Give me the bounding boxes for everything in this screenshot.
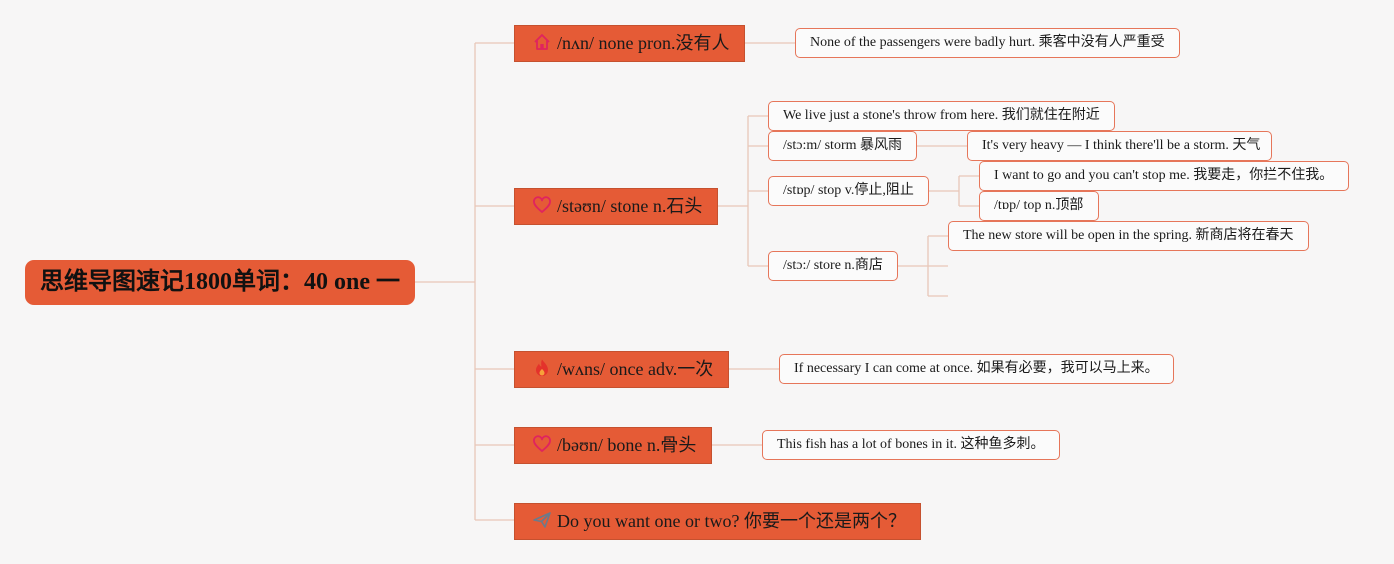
- heart-icon: [532, 434, 552, 454]
- branch-label: Do you want one or two? 你要一个还是两个？: [557, 511, 906, 531]
- branch-one-or-two[interactable]: Do you want one or two? 你要一个还是两个？: [514, 503, 921, 540]
- branch-label: /wʌns/ once adv.一次: [557, 359, 714, 379]
- word-top[interactable]: /tɒp/ top n.顶部: [979, 191, 1099, 221]
- example-sentence[interactable]: If necessary I can come at once. 如果有必要，我…: [779, 354, 1174, 384]
- example-sentence[interactable]: I want to go and you can't stop me. 我要走，…: [979, 161, 1349, 191]
- fire-icon: [532, 358, 552, 378]
- branch-stone[interactable]: /stəʊn/ stone n.石头: [514, 188, 718, 225]
- branch-label: /bəʊn/ bone n.骨头: [557, 435, 697, 455]
- paper-plane-icon: [532, 510, 552, 530]
- branch-none[interactable]: /nʌn/ none pron.没有人: [514, 25, 745, 62]
- root-topic[interactable]: 思维导图速记1800单词：40 one 一: [25, 260, 415, 305]
- example-sentence[interactable]: This fish has a lot of bones in it. 这种鱼多…: [762, 430, 1060, 460]
- heart-icon: [532, 195, 552, 215]
- branch-bone[interactable]: /bəʊn/ bone n.骨头: [514, 427, 712, 464]
- word-storm[interactable]: /stɔ:m/ storm 暴风雨: [768, 131, 917, 161]
- example-sentence[interactable]: It's very heavy — I think there'll be a …: [967, 131, 1272, 161]
- example-sentence[interactable]: The new store will be open in the spring…: [948, 221, 1309, 251]
- branch-once[interactable]: /wʌns/ once adv.一次: [514, 351, 729, 388]
- home-icon: [532, 32, 552, 52]
- branch-label: /stəʊn/ stone n.石头: [557, 196, 703, 216]
- example-sentence[interactable]: None of the passengers were badly hurt. …: [795, 28, 1180, 58]
- word-store[interactable]: /stɔ:/ store n.商店: [768, 251, 898, 281]
- word-stop[interactable]: /stɒp/ stop v.停止,阻止: [768, 176, 929, 206]
- branch-label: /nʌn/ none pron.没有人: [557, 33, 730, 53]
- example-sentence[interactable]: We live just a stone's throw from here. …: [768, 101, 1115, 131]
